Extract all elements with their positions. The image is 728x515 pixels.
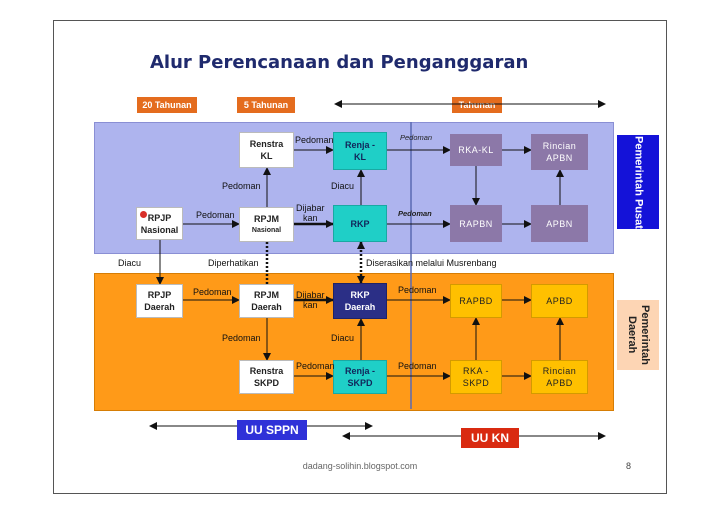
box-renja-skpd: Renja - SKPD bbox=[333, 360, 387, 394]
tag-20-tahunan: 20 Tahunan bbox=[137, 97, 197, 113]
label-dijabarkan: Dijabar kan bbox=[296, 290, 325, 310]
rpjm-nasional-subtitle: Nasional bbox=[251, 226, 282, 234]
label-diacu: Diacu bbox=[118, 258, 142, 268]
label-diserasikan: Diserasikan melalui Musrenbang bbox=[366, 258, 497, 268]
slide-frame bbox=[53, 20, 667, 494]
box-rka-kl: RKA-KL bbox=[450, 134, 502, 166]
box-apbd: APBD bbox=[531, 284, 588, 318]
label-pedoman: Pedoman bbox=[400, 133, 433, 142]
box-rpjm-nasional: RPJM Nasional bbox=[239, 207, 294, 242]
slide-title: Alur Perencanaan dan Penganggaran bbox=[150, 52, 529, 73]
box-rapbd: RAPBD bbox=[450, 284, 502, 318]
label-pedoman: Pedoman bbox=[398, 209, 432, 218]
box-rpjm-daerah: RPJM Daerah bbox=[239, 284, 294, 318]
box-renja-kl: Renja - KL bbox=[333, 132, 387, 170]
label-pedoman: Pedoman bbox=[193, 287, 232, 297]
box-rincian-apbd: Rincian APBD bbox=[531, 360, 588, 394]
rpjm-nasional-title: RPJM bbox=[253, 213, 279, 224]
box-renstra-skpd: Renstra SKPD bbox=[239, 360, 294, 394]
label-pedoman: Pedoman bbox=[222, 333, 261, 343]
label-diacu: Diacu bbox=[331, 181, 355, 191]
label-pedoman: Pedoman bbox=[398, 361, 437, 371]
label-pedoman: Pedoman bbox=[222, 181, 261, 191]
label-dijabarkan: Dijabar kan bbox=[296, 203, 325, 223]
page-number: 8 bbox=[626, 461, 632, 471]
label-diacu: Diacu bbox=[331, 333, 355, 343]
box-apbn: APBN bbox=[531, 205, 588, 242]
box-rpjp-daerah: RPJP Daerah bbox=[136, 284, 183, 318]
badge-uu-sppn: UU SPPN bbox=[237, 420, 307, 440]
box-rka-skpd: RKA - SKPD bbox=[450, 360, 502, 394]
tag-5-tahunan: 5 Tahunan bbox=[237, 97, 295, 113]
side-label-pemerintah-pusat: Pemerintah Pusat bbox=[617, 135, 659, 229]
label-pedoman: Pedoman bbox=[296, 361, 335, 371]
side-label-pemerintah-daerah: Pemerintah Daerah bbox=[617, 300, 659, 370]
label-pedoman: Pedoman bbox=[196, 210, 235, 220]
label-pedoman: Pedoman bbox=[398, 285, 437, 295]
label-diperhatikan: Diperhatikan bbox=[208, 258, 259, 268]
box-rkp: RKP bbox=[333, 205, 387, 242]
box-renstra-kl: Renstra KL bbox=[239, 132, 294, 168]
box-rincian-apbn: Rincian APBN bbox=[531, 134, 588, 170]
badge-uu-kn: UU KN bbox=[461, 428, 519, 448]
marker-dot bbox=[140, 211, 147, 218]
footer-source: dadang-solihin.blogspot.com bbox=[302, 461, 418, 471]
label-pedoman: Pedoman bbox=[295, 135, 334, 145]
box-rkp-daerah: RKP Daerah bbox=[333, 283, 387, 319]
box-rapbn: RAPBN bbox=[450, 205, 502, 242]
